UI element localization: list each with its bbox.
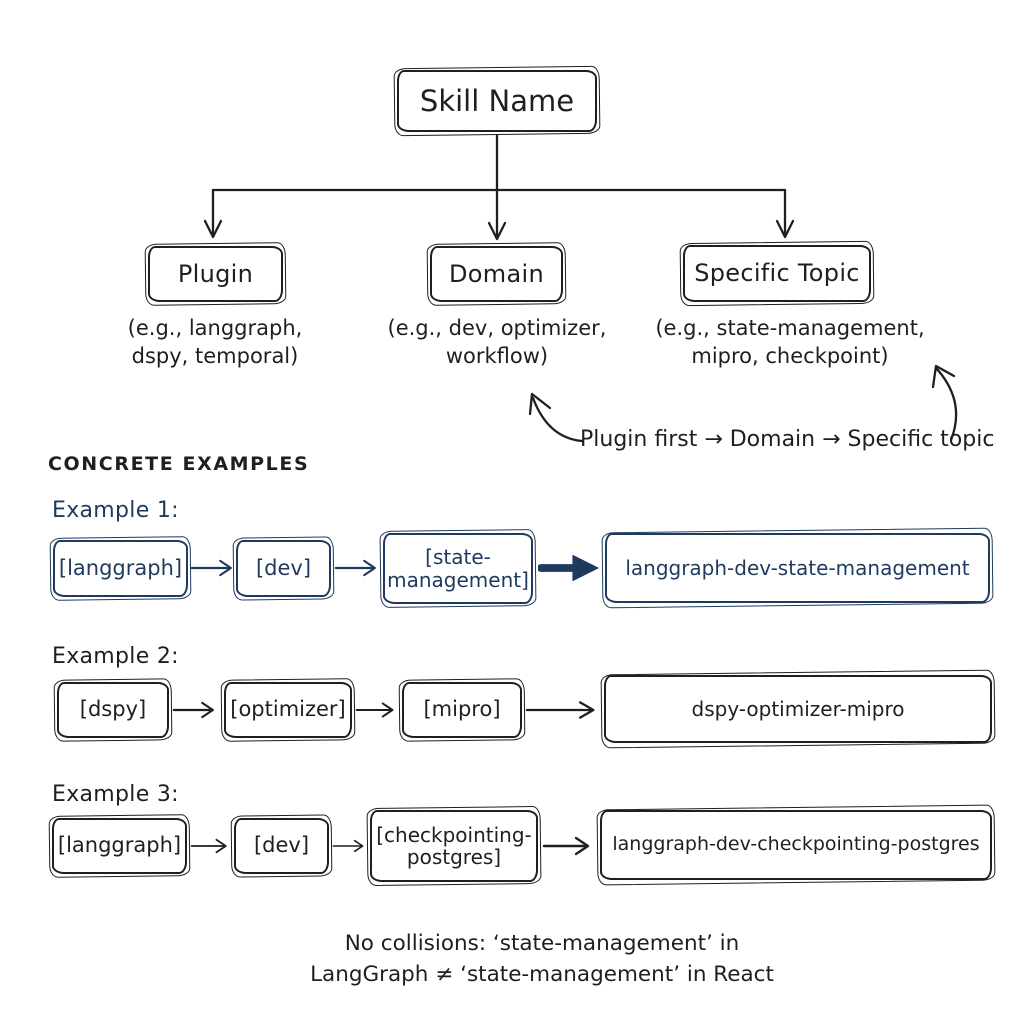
- arrow-right-icon: [542, 836, 590, 856]
- domain-box: Domain: [430, 246, 563, 302]
- no-collisions-line2: LangGraph ≠ ‘state-management’ in React: [310, 962, 774, 988]
- arrow-right-icon: [190, 838, 227, 854]
- example1-plugin-text: [langgraph]: [58, 555, 183, 580]
- domain-label: Domain: [449, 259, 544, 288]
- example1-label: Example 1:: [52, 498, 179, 523]
- example3-topic-text-line1: [checkpointing-: [376, 822, 532, 847]
- example2-plugin-box: [dspy]: [57, 682, 169, 738]
- arrow-right-icon: [190, 559, 232, 577]
- topic-examples-line2: mipro, checkpoint): [691, 344, 889, 369]
- example2-domain-box: [optimizer]: [224, 682, 352, 738]
- domain-examples-line1: (e.g., dev, optimizer,: [387, 316, 607, 340]
- example1-result-box: langgraph-dev-state-management: [605, 533, 990, 603]
- example3-topic-box: [checkpointing- postgres]: [370, 810, 538, 882]
- no-collisions-line1: No collisions: ‘state-management’ in: [344, 931, 740, 956]
- naming-order-note: Plugin first → Domain → Specific topic: [580, 427, 995, 452]
- example3-domain-box: [dev]: [234, 818, 329, 874]
- example2-result-text: dspy-optimizer-mipro: [691, 696, 905, 721]
- arrow-right-icon: [525, 701, 595, 719]
- example3-result-text: langgraph-dev-checkpointing-postgres: [612, 833, 980, 856]
- note-curved-arrow-left-head-icon: [528, 392, 552, 416]
- example2-domain-text: [optimizer]: [230, 697, 346, 722]
- no-collisions-note: No collisions: ‘state-management’ in Lan…: [212, 928, 872, 990]
- example2-result-box: dspy-optimizer-mipro: [604, 675, 992, 743]
- arrow-right-icon: [355, 702, 394, 718]
- example2-plugin-text: [dspy]: [79, 697, 147, 722]
- example3-plugin-text: [langgraph]: [57, 833, 182, 858]
- topic-examples-line1: (e.g., state-management,: [655, 316, 925, 340]
- domain-examples-line2: workflow): [445, 344, 549, 369]
- example2-topic-text: [mipro]: [423, 697, 501, 722]
- topic-examples-note: (e.g., state-management, mipro, checkpoi…: [650, 314, 930, 371]
- arrow-right-icon: [332, 839, 364, 853]
- example3-label: Example 3:: [52, 782, 179, 807]
- arrow-right-icon: [172, 701, 214, 719]
- topic-arrowhead-icon: [775, 219, 795, 239]
- note-curved-arrow-right-head-icon: [931, 364, 956, 389]
- plugin-examples-line1: (e.g., langgraph,: [127, 316, 303, 340]
- root-arrowhead-icon: [487, 221, 507, 241]
- plugin-arrowhead-icon: [203, 219, 223, 239]
- example3-result-box: langgraph-dev-checkpointing-postgres: [600, 810, 992, 880]
- example1-topic-box: [state- management]: [383, 533, 533, 604]
- specific-topic-box: Specific Topic: [683, 245, 871, 302]
- example3-domain-text: [dev]: [253, 833, 310, 858]
- domain-examples-note: (e.g., dev, optimizer, workflow): [372, 314, 622, 371]
- arrow-right-icon: [334, 559, 376, 577]
- heavy-arrow-right-icon: [538, 554, 599, 582]
- example2-topic-box: [mipro]: [402, 682, 522, 738]
- plugin-label: Plugin: [177, 259, 254, 288]
- plugin-examples-note: (e.g., langgraph, dspy, temporal): [90, 314, 340, 371]
- skill-name-box: Skill Name: [397, 70, 597, 132]
- example1-domain-text: [dev]: [255, 555, 312, 580]
- example1-topic-text-line2: management]: [387, 567, 529, 592]
- specific-topic-label: Specific Topic: [694, 259, 860, 288]
- example3-topic-text-line2: postgres]: [406, 845, 502, 869]
- example3-plugin-box: [langgraph]: [52, 818, 187, 874]
- plugin-examples-line2: dspy, temporal): [131, 344, 299, 369]
- example1-domain-box: [dev]: [236, 540, 331, 597]
- plugin-box: Plugin: [148, 246, 283, 302]
- example1-plugin-box: [langgraph]: [53, 540, 188, 597]
- example1-topic-text-line1: [state-: [425, 545, 491, 570]
- concrete-examples-heading: CONCRETE EXAMPLES: [48, 453, 310, 475]
- example2-label: Example 2:: [52, 644, 179, 669]
- skill-name-label: Skill Name: [419, 83, 575, 118]
- note-curved-arrow-left: [531, 396, 584, 443]
- example1-result-text: langgraph-dev-state-management: [625, 555, 970, 580]
